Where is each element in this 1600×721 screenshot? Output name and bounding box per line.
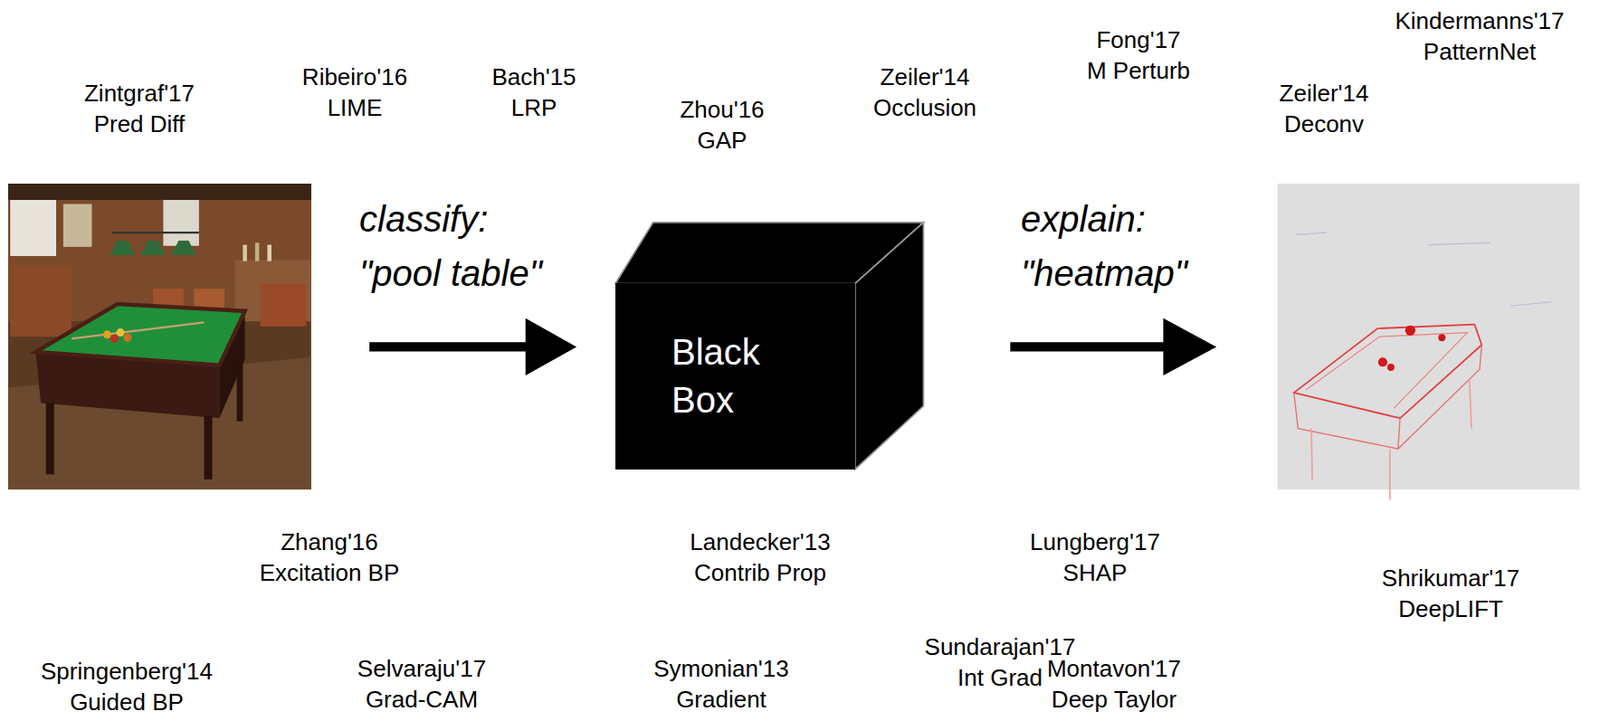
heatmap	[1277, 183, 1581, 501]
box-title: Black Box	[671, 328, 763, 425]
table-leg	[204, 416, 213, 480]
heatmap-ball	[1378, 357, 1388, 367]
window	[9, 200, 57, 257]
lamp-rod	[112, 231, 200, 234]
bottle	[266, 245, 272, 262]
table-felt	[35, 304, 245, 366]
method-label: Fong'17 M Perturb	[1085, 25, 1192, 87]
heatmap-ball	[1438, 333, 1446, 342]
ball	[110, 334, 119, 343]
method-label: Selvaraju'17 Grad-CAM	[355, 654, 488, 716]
photo-ground	[8, 183, 312, 490]
pool-table-photo	[8, 183, 312, 490]
window	[63, 204, 93, 248]
arrow-shaft	[369, 342, 531, 352]
lamp	[171, 240, 196, 256]
method-label: Bach'15 LRP	[490, 62, 579, 124]
black-box: Black Box	[615, 283, 856, 470]
ball	[116, 328, 125, 337]
cube-side	[855, 222, 924, 470]
method-label: Zeiler'14 Deconv	[1277, 78, 1371, 141]
bottle	[255, 242, 260, 261]
bottle	[242, 245, 248, 262]
heatmap-faint	[1295, 232, 1552, 306]
method-label: Kindermanns'17 PatternNet	[1393, 6, 1567, 68]
method-label: Zintgraf'17 Pred Diff	[82, 78, 197, 141]
booth	[9, 265, 72, 337]
method-label: Symonian'13 Gradient	[652, 654, 791, 716]
step-label: classify: "pool table"	[359, 191, 545, 301]
flow-arrow	[1009, 318, 1217, 376]
lamp	[110, 240, 135, 256]
heatmap-ball	[1405, 325, 1416, 336]
method-label: Zhang'16 Excitation BP	[257, 527, 401, 590]
method-label: Montavon'17 Deep Taylor	[1045, 654, 1183, 716]
step-label: explain: "heatmap"	[1020, 191, 1191, 301]
cue	[71, 322, 205, 339]
heatmap-leg	[1311, 379, 1472, 500]
method-label: Zhou'16 GAP	[678, 95, 767, 157]
arrow-head	[525, 318, 577, 376]
arrow-head	[1162, 318, 1217, 376]
heatmap-table	[1294, 324, 1482, 420]
heatmap-ball	[1387, 363, 1395, 372]
chair	[260, 283, 307, 326]
table-leg	[237, 354, 244, 421]
method-label: Lungberg'17 SHAP	[1028, 527, 1162, 590]
heatmap-table	[1294, 344, 1482, 449]
method-label: Zeiler'14 Occlusion	[871, 62, 979, 124]
table-leg	[46, 402, 55, 475]
ceiling	[8, 183, 312, 200]
method-label: Shrikumar'17 DeepLIFT	[1380, 563, 1522, 626]
heatmap-ground	[1277, 183, 1581, 490]
ball	[103, 330, 112, 339]
lamp	[141, 240, 166, 256]
method-label: Landecker'13 Contrib Prop	[688, 527, 833, 590]
ball	[123, 333, 132, 343]
heatmap-table	[1305, 333, 1467, 409]
method-label: Ribeiro'16 LIME	[300, 62, 410, 124]
window	[162, 200, 199, 247]
method-label: Springenberg'14 Guided BP	[39, 657, 215, 719]
flow-arrow	[369, 318, 577, 376]
arrow-shaft	[1009, 342, 1169, 352]
